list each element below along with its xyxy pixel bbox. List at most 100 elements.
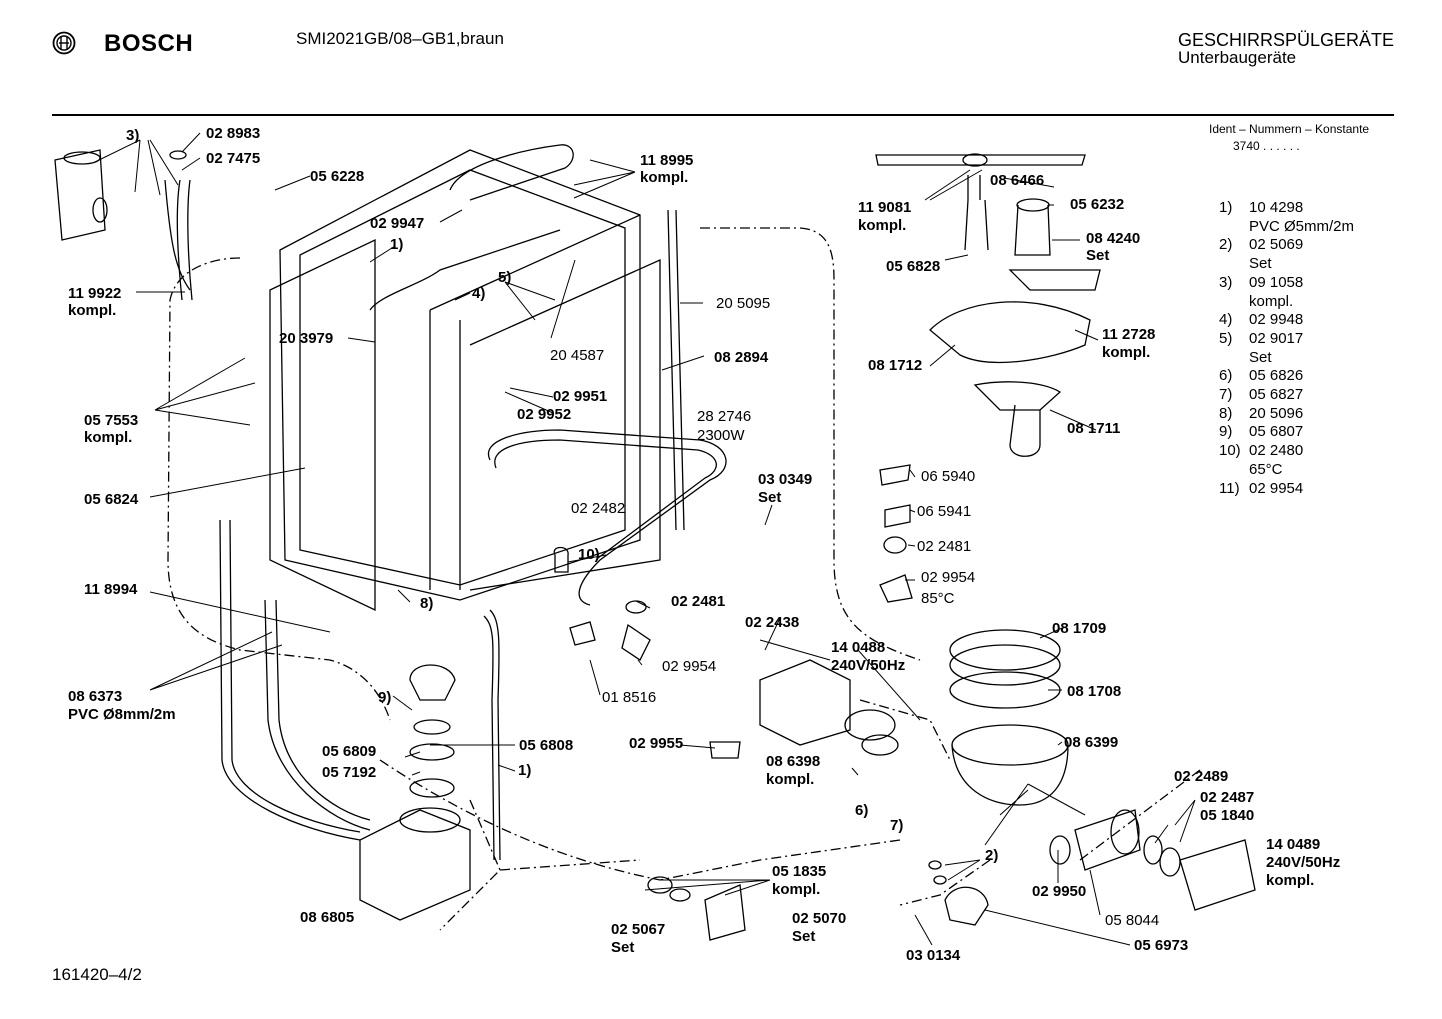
footnote-text: 10 4298 bbox=[1249, 199, 1304, 216]
footnote-number: 7) bbox=[1219, 386, 1233, 404]
label-022481-b: 02 2481 bbox=[917, 538, 972, 555]
label-118995: 11 8995 bbox=[640, 152, 694, 169]
label-118995-kompl: kompl. bbox=[640, 169, 689, 186]
label-8: 8) bbox=[420, 595, 434, 612]
label-065941: 06 5941 bbox=[917, 503, 972, 520]
leader-lines bbox=[94, 132, 1196, 946]
label-9: 9) bbox=[378, 689, 392, 706]
label-056824: 05 6824 bbox=[84, 491, 139, 508]
label-086398-kompl: kompl. bbox=[766, 771, 815, 788]
label-140489-kompl: kompl. bbox=[1266, 872, 1315, 889]
label-018516: 01 8516 bbox=[602, 689, 657, 706]
label-029950: 02 9950 bbox=[1032, 883, 1087, 900]
footnote-number: 9) bbox=[1219, 423, 1233, 441]
label-140489-power: 240V/50Hz bbox=[1266, 854, 1341, 871]
circulation-pump-motor bbox=[759, 659, 851, 746]
footnote-row: Set bbox=[1219, 349, 1354, 368]
label-029954-temp: 85°C bbox=[921, 590, 955, 607]
enclosure-outline-right bbox=[700, 227, 921, 661]
filter-cup bbox=[1014, 204, 1051, 256]
label-086373: 08 6373 bbox=[68, 688, 123, 705]
label-065940: 06 5940 bbox=[921, 468, 976, 485]
footnote-text: Set bbox=[1249, 348, 1272, 366]
label-140488: 14 0488 bbox=[831, 639, 886, 656]
document-number: 161420–4/2 bbox=[52, 965, 142, 984]
footnote-text: 02 9017 bbox=[1249, 329, 1304, 347]
label-028983: 02 8983 bbox=[206, 125, 261, 142]
drain-elbow bbox=[944, 886, 989, 926]
sieve-ring-top bbox=[949, 629, 1061, 671]
footnote-row: 65°C bbox=[1219, 461, 1354, 480]
label-056808: 05 6808 bbox=[519, 737, 574, 754]
label-025067: 02 5067 bbox=[611, 921, 666, 938]
label-025070: 02 5070 bbox=[792, 910, 847, 927]
label-282746-power: 2300W bbox=[697, 427, 745, 444]
footnote-text: 09 1058 bbox=[1249, 273, 1304, 291]
label-112728-kompl: kompl. bbox=[1102, 344, 1151, 361]
drain-hose bbox=[219, 519, 361, 841]
sump-pump bbox=[359, 809, 471, 921]
label-119922: 11 9922 bbox=[68, 285, 122, 302]
footnote-number: 5) bbox=[1219, 329, 1233, 347]
footnote-text: 02 9948 bbox=[1249, 311, 1304, 329]
label-6: 6) bbox=[855, 802, 869, 819]
footnote-row: 10)02 2480 bbox=[1219, 442, 1354, 461]
footnote-number: 2) bbox=[1219, 236, 1233, 254]
label-081708: 08 1708 bbox=[1067, 683, 1122, 700]
footnote-text: 65°C bbox=[1249, 460, 1283, 478]
label-203979: 20 3979 bbox=[279, 330, 334, 347]
footnote-text: 02 2480 bbox=[1249, 442, 1304, 460]
label-057553-kompl: kompl. bbox=[84, 429, 133, 446]
label-084240-set: Set bbox=[1086, 247, 1110, 264]
label-205095: 20 5095 bbox=[716, 295, 771, 312]
label-081711: 08 1711 bbox=[1067, 420, 1121, 437]
footnote-row: 9) 05 6807 bbox=[1219, 423, 1354, 442]
label-1-bottom: 1) bbox=[518, 762, 532, 779]
footnote-text: kompl. bbox=[1249, 292, 1294, 310]
brand-name: BOSCH bbox=[104, 30, 194, 57]
label-025067-set: Set bbox=[611, 939, 635, 956]
label-086399: 08 6399 bbox=[1064, 734, 1119, 751]
label-030349-set: Set bbox=[758, 489, 782, 506]
label-204587: 20 4587 bbox=[550, 347, 605, 364]
pump-pot bbox=[951, 724, 1069, 766]
label-1-top: 1) bbox=[390, 236, 404, 253]
softener-box bbox=[54, 149, 106, 241]
label-081709: 08 1709 bbox=[1052, 620, 1107, 637]
tub-frame bbox=[279, 149, 641, 601]
label-118994: 11 8994 bbox=[84, 581, 138, 598]
footnote-number: 1) bbox=[1219, 199, 1233, 216]
label-282746: 28 2746 bbox=[697, 408, 752, 425]
drain-pump-motor bbox=[1179, 839, 1256, 911]
footnote-text: 20 5096 bbox=[1249, 404, 1304, 422]
label-027475: 02 7475 bbox=[206, 150, 261, 167]
inlet-hose bbox=[176, 179, 193, 301]
label-056973: 05 6973 bbox=[1134, 937, 1189, 954]
ident-title: Ident – Nummern – Konstante bbox=[1209, 122, 1370, 136]
footnote-number: 8) bbox=[1219, 404, 1233, 422]
label-086398: 08 6398 bbox=[766, 753, 821, 770]
label-022482: 02 2482 bbox=[571, 500, 626, 517]
footnote-row: 11)02 9954 bbox=[1219, 480, 1354, 499]
label-025070-set: Set bbox=[792, 928, 816, 945]
footnote-text: 05 6807 bbox=[1249, 423, 1304, 441]
bosch-logo-icon bbox=[52, 31, 76, 55]
category-title: GESCHIRRSPÜLGERÄTE bbox=[1178, 30, 1395, 50]
label-051835: 05 1835 bbox=[772, 863, 827, 880]
footnote-text: 05 6827 bbox=[1249, 386, 1304, 404]
label-140488-power: 240V/50Hz bbox=[831, 657, 906, 674]
label-029954-b: 02 9954 bbox=[921, 569, 976, 586]
footnote-number: 11) bbox=[1219, 479, 1240, 497]
footnote-text: 02 5069 bbox=[1249, 236, 1304, 254]
footnote-text: 05 6826 bbox=[1249, 367, 1304, 385]
footnote-row: 4)02 9948 bbox=[1219, 311, 1354, 330]
door-seal bbox=[667, 209, 685, 531]
label-119922-kompl: kompl. bbox=[68, 302, 117, 319]
base-outline bbox=[439, 799, 641, 931]
footnote-row: 2) 02 5069 bbox=[1219, 236, 1354, 255]
label-030134: 03 0134 bbox=[906, 947, 961, 964]
category-subtitle: Unterbaugeräte bbox=[1178, 48, 1297, 67]
label-029952: 02 9952 bbox=[517, 406, 572, 423]
